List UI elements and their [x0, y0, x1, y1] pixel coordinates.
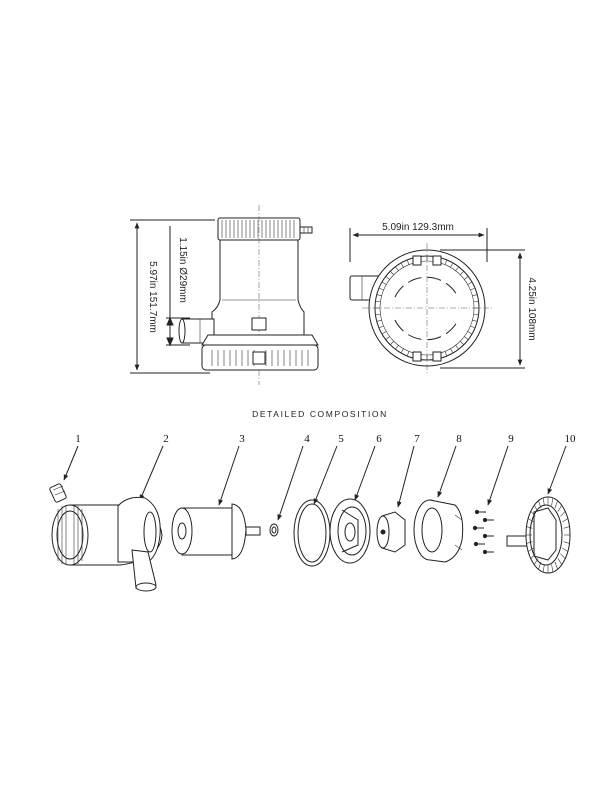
part-number-9: 9: [508, 433, 514, 445]
part-number-2: 2: [163, 433, 169, 445]
exploded-view: 1 2 3 4 5 6 7 8 9 10: [49, 433, 577, 592]
part-number-5: 5: [338, 433, 344, 445]
part-10-strainer-base: [506, 496, 571, 574]
base-height-label: 4.25in 108mm: [526, 277, 537, 340]
part-number-8: 8: [456, 433, 462, 445]
part-6-impeller-housing: [329, 498, 371, 564]
outlet-diameter-label: 1.15in Ø29mm: [177, 237, 188, 303]
width-label: 5.09in 129.3mm: [382, 222, 454, 233]
overall-height-label: 5.97in 151.7mm: [147, 261, 158, 333]
part-3-cylinder: [171, 503, 261, 560]
part-9-screws: [472, 509, 494, 555]
part-1-plug: [49, 483, 67, 503]
part-number-7: 7: [414, 433, 420, 445]
side-view: 5.97in 151.7mm 1.15in Ø29mm: [130, 205, 319, 385]
part-4-nut: [269, 523, 279, 537]
part-number-1: 1: [75, 433, 81, 445]
part-number-3: 3: [239, 433, 245, 445]
part-8-volute-cover: [413, 499, 464, 563]
top-view: 5.09in 129.3mm 4.25in 108mm: [349, 222, 537, 373]
part-number-4: 4: [304, 433, 310, 445]
section-title: DETAILED COMPOSITION: [252, 409, 388, 419]
part-5-o-ring: [293, 499, 331, 567]
part-2-motor-housing: [51, 496, 163, 592]
part-7-impeller: [376, 511, 406, 553]
part-number-10: 10: [565, 433, 577, 445]
part-number-6: 6: [376, 433, 382, 445]
